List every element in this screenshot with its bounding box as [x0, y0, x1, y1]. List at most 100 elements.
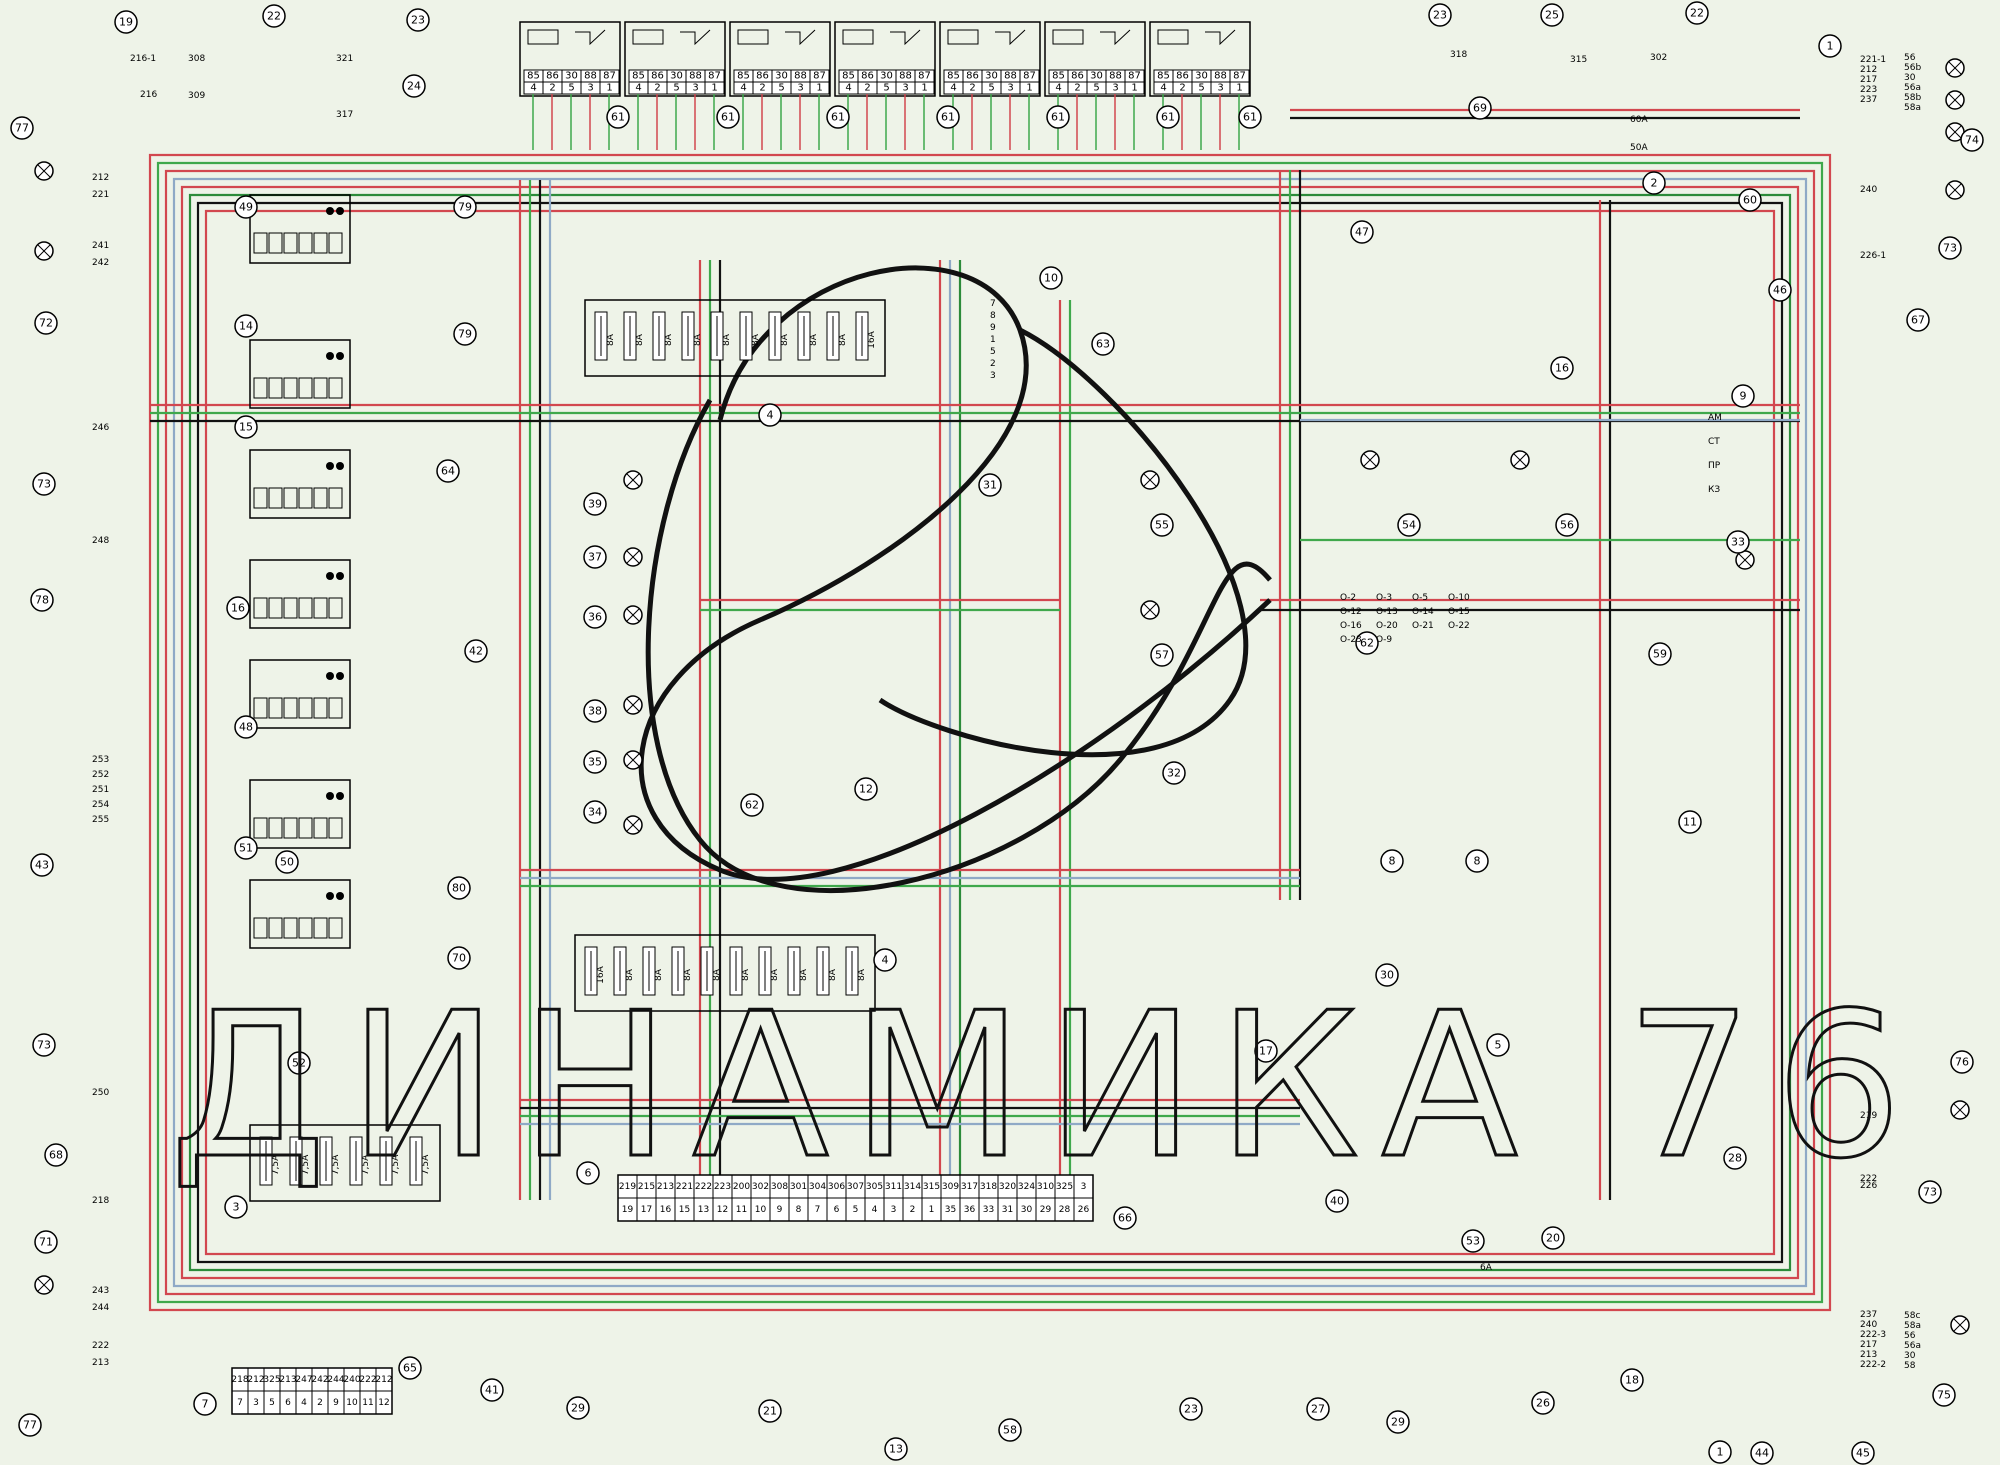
callout-circle: [398, 1356, 422, 1380]
relay-pin-label: 1: [1131, 83, 1137, 94]
callout-circle: [1254, 1039, 1278, 1063]
callout-circle: [32, 472, 56, 496]
relay-coil: [737, 29, 769, 45]
relay-coil: [527, 29, 559, 45]
callout-number: 11: [1683, 816, 1697, 829]
fuse-rating: 7,5A: [361, 1154, 371, 1175]
relay-pin-label: 5: [988, 83, 994, 94]
lamp-cross: [1953, 1318, 1967, 1332]
connector-pin-number: 15: [679, 1205, 690, 1215]
callout-number: 80: [452, 882, 466, 895]
terminal-74-label: 56: [1904, 53, 1916, 63]
fuse-frame: [574, 934, 876, 1012]
terminal-74-label: 58a: [1904, 103, 1921, 113]
relay-pin-label: 2: [1074, 83, 1080, 94]
lamp-cross: [1143, 603, 1157, 617]
wire-labels: 2462482532522512542552432442222132122212…: [92, 50, 1921, 1371]
callout-number: 20: [1546, 1232, 1560, 1245]
relay-pin-label: 86: [651, 71, 664, 82]
lamp-icon: [1950, 1315, 1970, 1335]
connector-pin-number: 8: [796, 1205, 802, 1215]
component-callout-77a: 77: [10, 116, 34, 140]
wire-label-right: 217: [1860, 75, 1877, 85]
relay-pin-label: 30: [1195, 71, 1208, 82]
misc-wire-label: О-3: [1376, 593, 1392, 603]
callout-number: 60: [1743, 194, 1757, 207]
callout-number: 61: [721, 111, 735, 124]
component-callout-61f: 61: [1156, 105, 1180, 129]
callout-circle: [583, 492, 607, 516]
lamp-cross: [626, 753, 640, 767]
wire-label-top: 308: [188, 54, 205, 64]
wire-label-top: 309: [188, 91, 205, 101]
component-callout-61e: 61: [1046, 105, 1070, 129]
wire-label-left: 251: [92, 785, 109, 795]
switch-terminal: [253, 597, 268, 619]
relay-pin-label: 88: [1109, 71, 1122, 82]
component-callout-27: 27: [1306, 1397, 1330, 1421]
component-callout-4b: 4: [873, 948, 897, 972]
terminal-75-label: 56a: [1904, 1341, 1921, 1351]
component-callout-9: 9: [1731, 384, 1755, 408]
connector-pin-number: 10: [755, 1205, 767, 1215]
component-callout-15: 15: [234, 415, 258, 439]
relay-pin-label: 85: [527, 71, 540, 82]
component-callout-34: 34: [583, 800, 607, 824]
wire-label-right: 240: [1860, 1320, 1877, 1330]
switch-terminal: [268, 377, 283, 399]
callout-number: 53: [1466, 1235, 1480, 1248]
callout-number: 68: [49, 1149, 63, 1162]
wire-label-top: 302: [1650, 53, 1667, 63]
callout-number: 5: [1495, 1039, 1502, 1052]
component-callout-36: 36: [583, 605, 607, 629]
relay-pin-label: 87: [1128, 71, 1141, 82]
component-callout-48: 48: [234, 715, 258, 739]
relay-contact: [890, 29, 921, 46]
relay-body: [834, 21, 936, 97]
switch-terminal: [298, 697, 313, 719]
connector-pin-number: 29: [1040, 1205, 1052, 1215]
callout-number: 38: [588, 705, 602, 718]
switch-terminal: [253, 232, 268, 254]
callout-number: 67: [1911, 314, 1925, 327]
callout-number: 75: [1937, 1389, 1951, 1402]
component-callout-43: 43: [30, 853, 54, 877]
callout-circle: [1306, 1397, 1330, 1421]
callout-circle: [1932, 1383, 1956, 1407]
relay-coil: [632, 29, 664, 45]
callout-circle: [44, 1143, 68, 1167]
connector-cell: [1073, 1197, 1094, 1222]
swirl-logo: [638, 265, 1272, 893]
callout-circle: [453, 195, 477, 219]
fuse-rating: 7,5A: [271, 1154, 281, 1175]
callout-circle: [583, 545, 607, 569]
misc-wire-label: О-20: [1376, 621, 1398, 631]
relay-pin-label: 3: [797, 83, 803, 94]
fuse-rating: 8A: [751, 333, 761, 346]
connector-pin-number: 35: [945, 1205, 956, 1215]
relay-body: [519, 21, 621, 97]
callout-number: 50: [280, 856, 294, 869]
callout-circle: [998, 1418, 1022, 1442]
switch-terminal: [283, 917, 298, 939]
callout-number: 21: [763, 1405, 777, 1418]
relay-pin-label: 3: [587, 83, 593, 94]
relay-coil: [1052, 29, 1084, 45]
switch-terminal: [313, 487, 328, 509]
switch-panel: [249, 339, 351, 409]
relay-pin-label: 88: [689, 71, 702, 82]
callout-circle: [30, 588, 54, 612]
switch-contact: [326, 792, 334, 800]
switch-terminal: [328, 817, 343, 839]
component-callout-12: 12: [854, 777, 878, 801]
callout-number: 61: [1161, 111, 1175, 124]
connector-pin-number: 3: [253, 1398, 259, 1408]
callout-number: 66: [1118, 1212, 1132, 1225]
callout-circle: [978, 473, 1002, 497]
callout-circle: [576, 1161, 600, 1185]
connector-cell: [375, 1390, 393, 1415]
callout-circle: [1428, 3, 1452, 27]
relay-pin-label: 87: [708, 71, 721, 82]
relay-pin-label: 4: [635, 83, 641, 94]
